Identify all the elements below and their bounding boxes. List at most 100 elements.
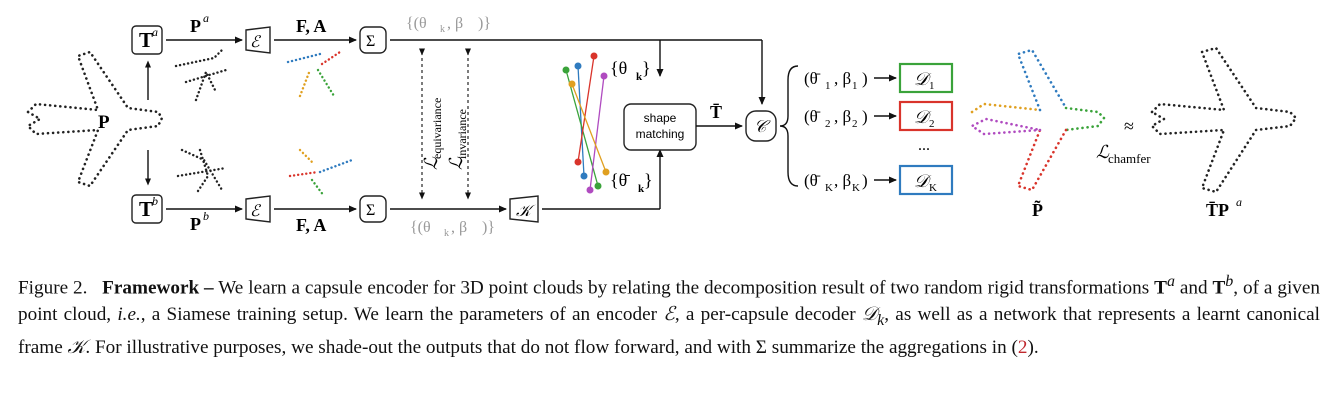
caption-text-9: ). [1027, 337, 1039, 359]
framework-diagram: T a T b P P a ℰ F, A Σ {(θ k , β )} P b … [25, 11, 1298, 239]
transform-b-box [131, 194, 163, 224]
decoder-brace [779, 65, 799, 187]
transform-a-label: T [139, 28, 153, 52]
caption-text-2: and [1174, 277, 1213, 299]
pa-label: P [190, 16, 201, 36]
decoder-label-idx-2: K [929, 182, 937, 194]
caption-math-ta: T [1154, 277, 1167, 299]
caption-text-3: , of a given point cloud, [18, 277, 1320, 326]
encoder-top [245, 26, 271, 54]
decoder-param-beta-idx-0: 1 [852, 80, 858, 92]
t-bar-label: T̄ [710, 102, 722, 122]
decoder-box-1 [898, 100, 954, 132]
small-point-cloud-bottom [176, 148, 228, 196]
caption-text-7: . For illustrative purposes, we shade-ou… [85, 337, 756, 359]
theta-k-bottom: {θ̄ [610, 170, 630, 190]
theta-beta-bottom: {(θ [410, 219, 431, 236]
theta-k-top: {θ [610, 58, 627, 78]
capsule-pose-graph [562, 52, 610, 194]
decoder-param-2: (θ̄ [804, 171, 821, 190]
decoded-colored-point-cloud [969, 48, 1106, 192]
caption-math-tb: T [1212, 277, 1226, 299]
fa-bottom-label: F, A [296, 215, 326, 235]
caption-label: Figure 2. [18, 277, 88, 299]
approx-symbol: ≈ [1124, 116, 1134, 136]
theta-k-top-sub: k [636, 71, 643, 83]
caption-math-canonical: 𝒦 [67, 337, 86, 359]
decoder-param-idx-2: K [825, 182, 833, 194]
decoder-param-beta-0: , β [834, 69, 851, 88]
pa-sup: a [203, 11, 209, 25]
invariance-loss: ℒ [446, 156, 466, 170]
fa-top-label: F, A [296, 16, 326, 36]
decoder-param-close-0: ) [862, 69, 868, 88]
decoder-label-2: 𝒟 [914, 171, 932, 191]
theta-k-top-close: } [642, 58, 651, 78]
decoder-param-close-2: ) [862, 171, 868, 190]
caption-math-sigma: Σ [755, 337, 767, 359]
tpa-sup: a [1236, 195, 1242, 209]
tpa-label: T̄P [1206, 200, 1229, 220]
theta-beta-bottom-mid: , β [451, 219, 467, 236]
sum-bottom [359, 195, 387, 223]
decoder-param-beta-idx-1: 2 [852, 118, 858, 130]
caption-math-encoder: ℰ [663, 304, 675, 326]
decoder-param-idx-1: 2 [825, 118, 831, 130]
caption-text-6: , as well as a network that represents a… [18, 304, 1320, 359]
caption-title: Framework – [102, 277, 214, 299]
decoder-box-2 [898, 164, 954, 196]
colored-point-cloud-top [286, 50, 342, 98]
input-point-cloud [25, 50, 164, 188]
equivariance-loss-sub: equivariance [430, 98, 444, 159]
canonical-frame-box [509, 195, 539, 223]
point-cloud-label: P [98, 112, 110, 133]
caption-ie: i.e. [117, 304, 141, 326]
pb-label: P [190, 214, 201, 234]
decoder-label-1: 𝒟 [914, 107, 932, 127]
caption-math-decoder: 𝒟 [861, 304, 878, 326]
decoder-label-idx-0: 1 [929, 80, 935, 92]
encoder-bottom [245, 195, 271, 223]
caption-math-tb-sup: b [1225, 273, 1234, 290]
decoder-param-1: (θ̄ [804, 107, 821, 126]
decoder-param-beta-2: , β [834, 171, 851, 190]
small-point-cloud-top [174, 46, 228, 102]
theta-beta-top: {(θ [406, 15, 427, 32]
decoder-param-close-1: ) [862, 107, 868, 126]
theta-k-bottom-close: } [644, 170, 653, 190]
caption-text-1: We learn a capsule encoder for 3D point … [213, 277, 1155, 299]
decoder-label-idx-1: 2 [929, 118, 935, 130]
chamfer-loss-sub: chamfer [1108, 151, 1151, 166]
theta-beta-top-mid: , β [447, 15, 463, 32]
decoder-param-0: (θ̄ [804, 69, 821, 88]
caption-ref[interactable]: 2 [1017, 337, 1028, 359]
figure-caption: Figure 2. Framework – We learn a capsule… [18, 268, 1320, 361]
caption-math-decoder-sub: k [877, 312, 885, 330]
decoder-ellipsis: ... [918, 137, 930, 154]
transform-a-box [131, 25, 163, 55]
sum-top [359, 26, 387, 54]
sum-bottom-label: Σ [366, 202, 375, 219]
caption-math-ta-sup: a [1166, 273, 1175, 290]
theta-beta-bottom-k: k [444, 228, 449, 239]
sum-top-label: Σ [366, 33, 375, 50]
transform-b-label: T [139, 197, 153, 221]
decoder-label-0: 𝒟 [914, 69, 932, 89]
shape-matching-box [623, 103, 697, 151]
decoder-param-beta-idx-2: K [852, 182, 860, 194]
c-box [745, 110, 777, 142]
caption-text-8: summarize the aggregations in ( [766, 337, 1018, 359]
encoder-bottom-label: ℰ [250, 203, 262, 220]
transform-b-sup: b [152, 194, 158, 208]
theta-beta-top-end: )} [478, 15, 491, 32]
shape-matching-line2: matching [636, 127, 685, 141]
decoder-param-beta-1: , β [834, 107, 851, 126]
decoder-param-idx-0: 1 [825, 80, 831, 92]
caption-text-4: , a Siamese training setup. We learn the… [140, 304, 664, 326]
caption-text-5: , a per-capsule decoder [674, 304, 862, 326]
theta-k-bottom-sub: k [638, 183, 645, 195]
colored-point-cloud-bottom [288, 148, 354, 198]
invariance-loss-sub: invariance [455, 109, 469, 159]
decoder-box-0 [898, 62, 954, 94]
shape-matching-line1: shape [644, 111, 677, 125]
